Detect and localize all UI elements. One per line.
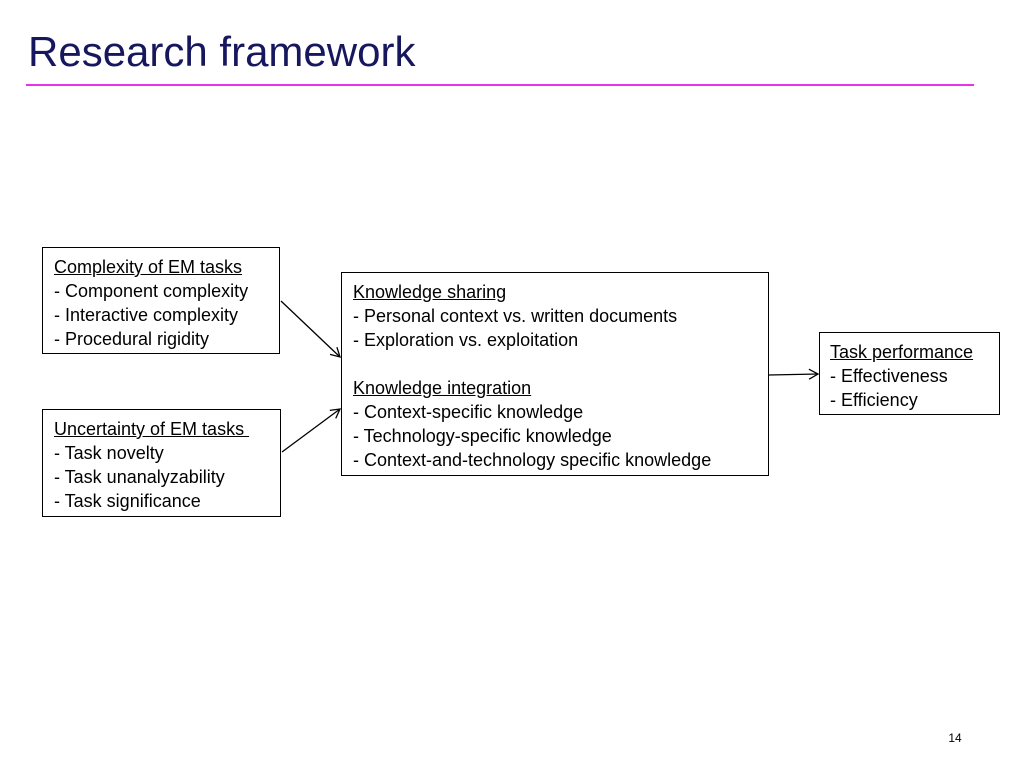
uncertainty-heading: Uncertainty of EM tasks: [54, 419, 250, 439]
complexity-heading: Complexity of EM tasks: [54, 257, 243, 277]
arrow-knowledge-to-performance: [768, 368, 820, 380]
uncertainty-item: - Task significance: [54, 491, 201, 511]
knowledge-sharing-item: - Personal context vs. written documents: [353, 306, 678, 326]
performance-heading: Task performance: [830, 342, 974, 362]
uncertainty-item: - Task unanalyzability: [54, 467, 225, 487]
complexity-item: - Procedural rigidity: [54, 329, 210, 349]
arrow-complexity-to-knowledge: [280, 300, 341, 358]
knowledge-integration-item: - Context-specific knowledge: [353, 402, 584, 422]
knowledge-sharing-heading: Knowledge sharing: [353, 282, 507, 302]
performance-box: Task performance - Effectiveness - Effic…: [819, 332, 1000, 415]
knowledge-integration-item: - Technology-specific knowledge: [353, 426, 612, 446]
uncertainty-box: Uncertainty of EM tasks - Task novelty -…: [42, 409, 281, 517]
page-number: 14: [948, 731, 962, 745]
complexity-item: - Interactive complexity: [54, 305, 239, 325]
knowledge-box: Knowledge sharing - Personal context vs.…: [341, 272, 769, 476]
knowledge-sharing-item: - Exploration vs. exploitation: [353, 330, 579, 350]
complexity-item: - Component complexity: [54, 281, 249, 301]
slide-title: Research framework: [28, 28, 416, 75]
knowledge-integration-item: - Context-and-technology specific knowle…: [353, 450, 712, 470]
knowledge-integration-heading: Knowledge integration: [353, 378, 532, 398]
performance-item: - Efficiency: [830, 390, 918, 410]
arrow-uncertainty-to-knowledge: [281, 408, 342, 453]
uncertainty-item: - Task novelty: [54, 443, 164, 463]
complexity-box: Complexity of EM tasks - Component compl…: [42, 247, 280, 354]
performance-item: - Effectiveness: [830, 366, 948, 386]
title-divider: [26, 84, 974, 86]
